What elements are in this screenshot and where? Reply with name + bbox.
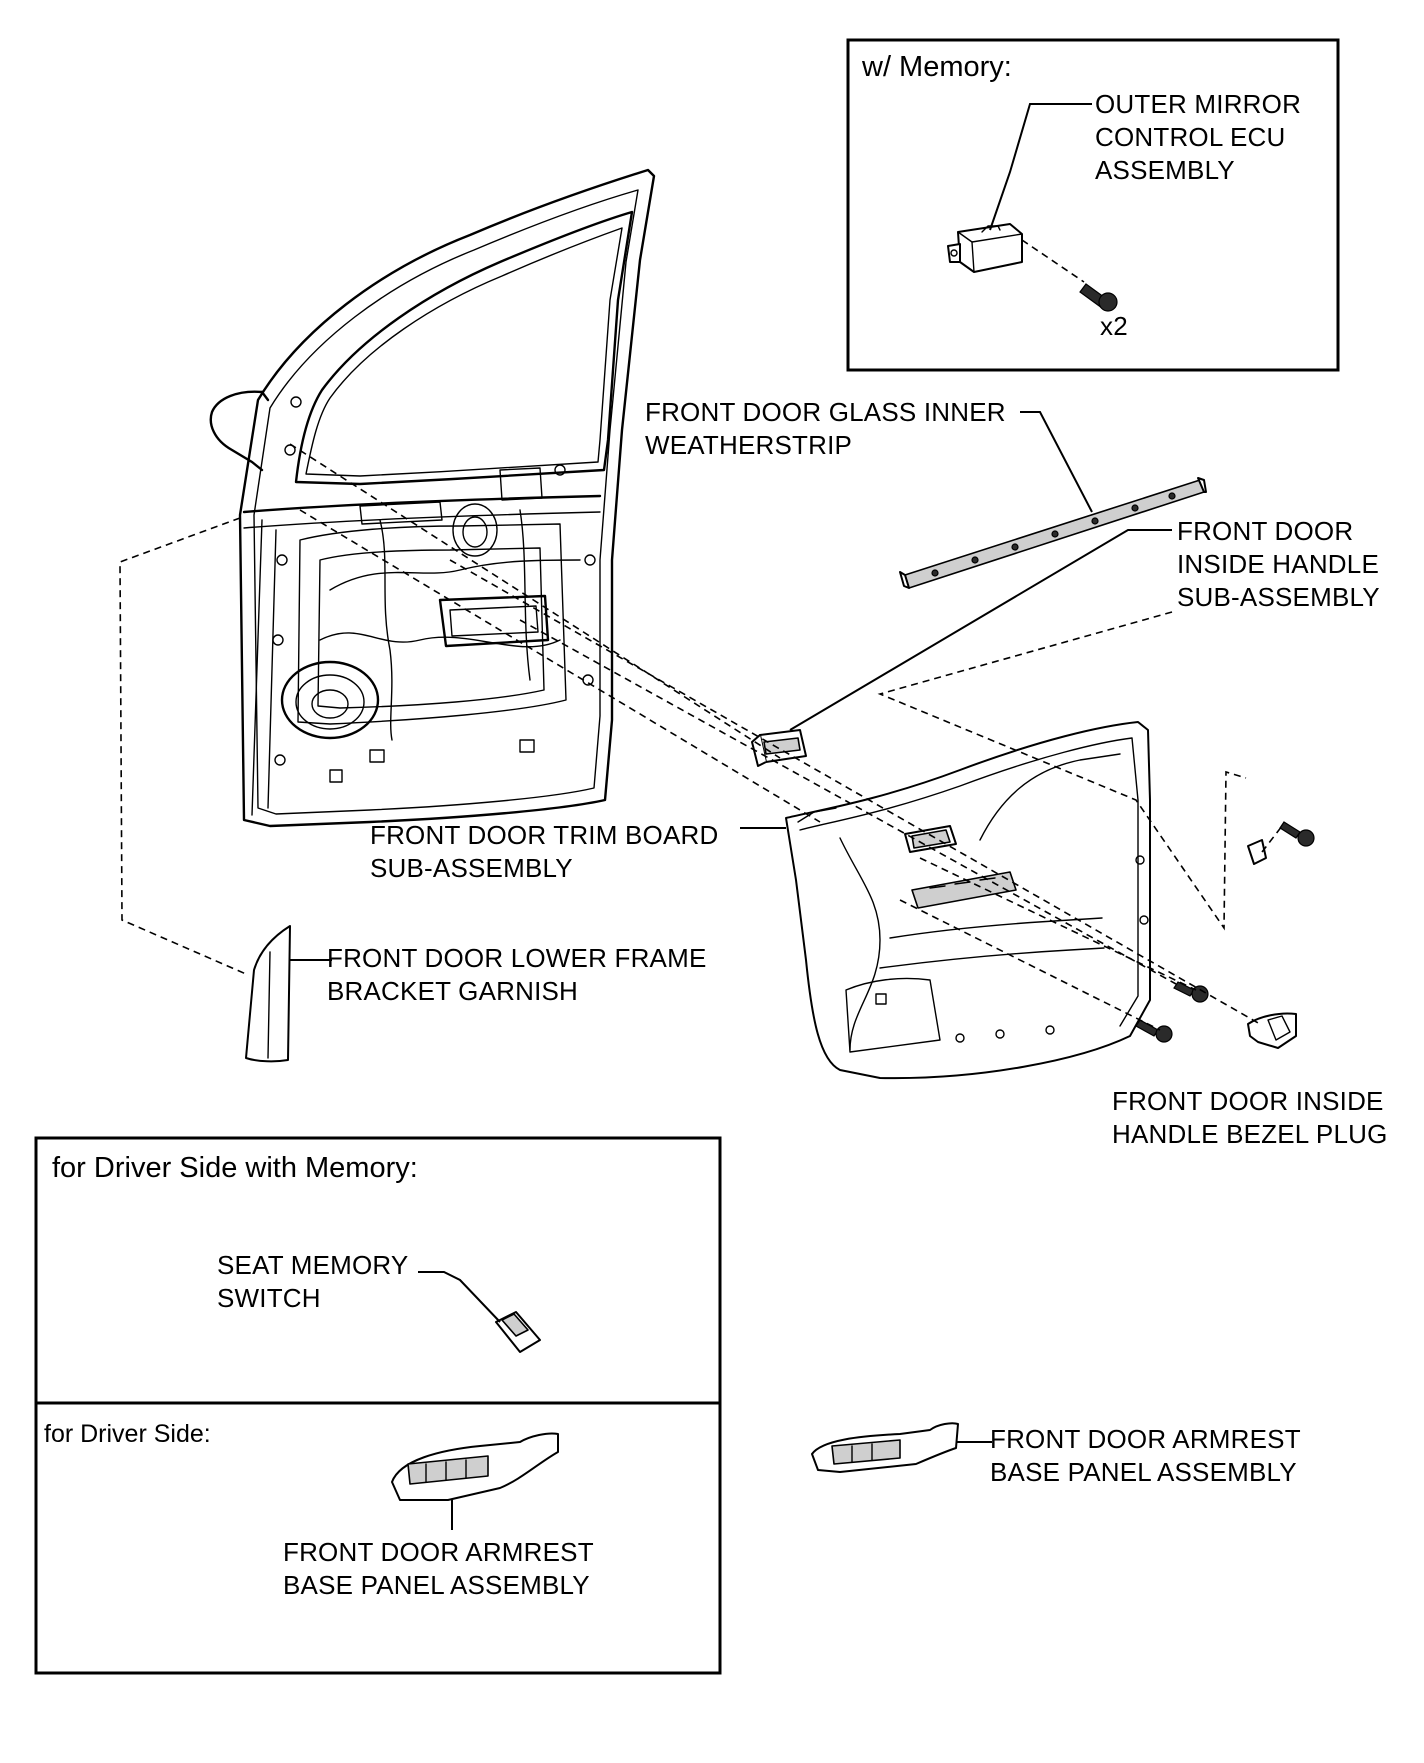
label-armrest-driver-line2: BASE PANEL ASSEMBLY xyxy=(283,1570,590,1600)
installation-guide-lines xyxy=(119,443,1283,1031)
label-inside-handle-line1: FRONT DOOR xyxy=(1177,516,1353,546)
armrest-driver-illustration xyxy=(391,1432,559,1530)
lower-frame-garnish-illustration xyxy=(245,925,332,1063)
label-armrest-main: FRONT DOOR ARMREST BASE PANEL ASSEMBLY xyxy=(990,1424,1301,1487)
memory-inset-header: w/ Memory: xyxy=(861,51,1012,83)
memory-inset-panel: w/ Memory: xyxy=(846,38,1340,372)
label-inside-handle: FRONT DOOR INSIDE HANDLE SUB-ASSEMBLY xyxy=(1177,516,1380,612)
label-lower-frame-garnish-line2: BRACKET GARNISH xyxy=(327,976,578,1006)
label-inside-handle-line3: SUB-ASSEMBLY xyxy=(1177,582,1380,612)
seat-memory-switch-illustration xyxy=(418,1271,541,1353)
label-screw-qty: x2 xyxy=(1100,311,1128,341)
label-glass-weatherstrip: FRONT DOOR GLASS INNER WEATHERSTRIP xyxy=(645,397,1006,460)
label-glass-weatherstrip-line2: WEATHERSTRIP xyxy=(645,430,852,460)
glass-inner-weatherstrip-illustration xyxy=(899,411,1207,589)
label-outer-mirror-ecu-line3: ASSEMBLY xyxy=(1095,155,1235,185)
label-armrest-driver: FRONT DOOR ARMREST BASE PANEL ASSEMBLY xyxy=(283,1537,594,1600)
label-trim-board: FRONT DOOR TRIM BOARD SUB-ASSEMBLY xyxy=(370,820,718,883)
label-armrest-main-line2: BASE PANEL ASSEMBLY xyxy=(990,1457,1297,1487)
label-outer-mirror-ecu: OUTER MIRROR CONTROL ECU ASSEMBLY xyxy=(1095,89,1301,185)
driver-memory-inset-header: for Driver Side with Memory: xyxy=(52,1152,418,1184)
label-trim-board-line1: FRONT DOOR TRIM BOARD xyxy=(370,820,718,850)
label-armrest-driver-line1: FRONT DOOR ARMREST xyxy=(283,1537,594,1567)
bezel-plug-illustration xyxy=(1247,1012,1297,1049)
trim-board-illustration xyxy=(740,721,1151,1080)
label-outer-mirror-ecu-line1: OUTER MIRROR xyxy=(1095,89,1301,119)
driver-inset-panel: for Driver Side: xyxy=(34,1401,722,1675)
label-armrest-main-line1: FRONT DOOR ARMREST xyxy=(990,1424,1301,1454)
label-bezel-plug-line1: FRONT DOOR INSIDE xyxy=(1112,1086,1384,1116)
label-seat-memory-switch-line1: SEAT MEMORY xyxy=(217,1250,408,1280)
label-lower-frame-garnish: FRONT DOOR LOWER FRAME BRACKET GARNISH xyxy=(327,943,706,1006)
label-trim-board-line2: SUB-ASSEMBLY xyxy=(370,853,573,883)
driver-inset-header: for Driver Side: xyxy=(44,1420,211,1448)
label-seat-memory-switch: SEAT MEMORY SWITCH xyxy=(217,1250,408,1313)
outer-mirror-ecu-illustration xyxy=(947,103,1118,312)
front-door-panel-illustration xyxy=(209,168,656,828)
inside-handle-illustration xyxy=(751,529,1172,767)
label-inside-handle-line2: INSIDE HANDLE xyxy=(1177,549,1379,579)
label-bezel-plug-line2: HANDLE BEZEL PLUG xyxy=(1112,1119,1388,1149)
label-lower-frame-garnish-line1: FRONT DOOR LOWER FRAME xyxy=(327,943,706,973)
label-glass-weatherstrip-line1: FRONT DOOR GLASS INNER xyxy=(645,397,1006,427)
label-outer-mirror-ecu-line2: CONTROL ECU xyxy=(1095,122,1285,152)
armrest-main-illustration xyxy=(811,1422,992,1473)
label-bezel-plug: FRONT DOOR INSIDE HANDLE BEZEL PLUG xyxy=(1112,1086,1388,1149)
label-seat-memory-switch-line2: SWITCH xyxy=(217,1283,321,1313)
